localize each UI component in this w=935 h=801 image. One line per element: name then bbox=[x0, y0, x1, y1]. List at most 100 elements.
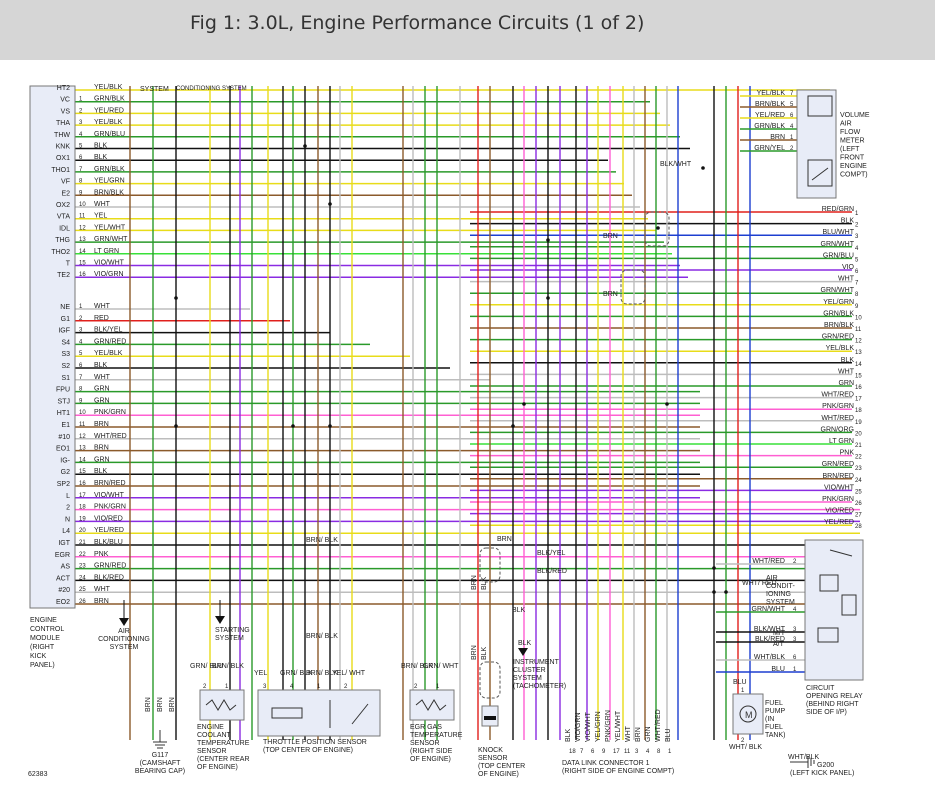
wire-color-label: YEL bbox=[254, 670, 267, 677]
wire-color-label: BRN bbox=[471, 645, 478, 660]
right-connector-pin: 16 bbox=[855, 385, 862, 391]
wire-color-label: BRN bbox=[471, 575, 478, 590]
wire-color-label: VIO/RED bbox=[825, 508, 854, 515]
ecm-pin-number: 13 bbox=[79, 237, 86, 243]
right-connector-pin: 13 bbox=[855, 350, 862, 356]
ecm-terminal-label: G1 bbox=[61, 316, 70, 323]
right-connector-pin: 10 bbox=[855, 315, 862, 321]
wire-color-label: YEL/RED bbox=[755, 112, 785, 119]
right-connector-pin: 20 bbox=[855, 431, 862, 437]
ecm-terminal-label: G2 bbox=[61, 469, 70, 476]
mt-label: M/T bbox=[773, 630, 786, 637]
wire-color-label: BLK/RED bbox=[537, 568, 567, 575]
wire-color-label: GRN/ORG bbox=[821, 426, 854, 433]
wire-color-label: GRN/WHT bbox=[94, 236, 128, 243]
wire-color-label: YEL/RED bbox=[94, 527, 124, 534]
ecm-pin-number: 5 bbox=[79, 351, 83, 357]
splice-dot bbox=[701, 166, 705, 170]
right-connector-pin: 4 bbox=[855, 246, 859, 252]
wire-color-label: BLK bbox=[481, 646, 488, 660]
maf-label: FLOW bbox=[840, 129, 861, 136]
wire-color-label: GRN/WHT bbox=[752, 606, 786, 613]
splice-dot bbox=[712, 590, 716, 594]
ecm-terminal-label: IGF bbox=[58, 328, 70, 335]
maf-pin: 5 bbox=[790, 102, 794, 108]
splice-dot bbox=[174, 424, 178, 428]
ect-thermistor-icon bbox=[205, 699, 237, 711]
figure-title: Fig 1: 3.0L, Engine Performance Circuits… bbox=[190, 12, 645, 34]
wire-color-label: GRN/ BLU bbox=[190, 663, 223, 670]
wiring-diagram: M bbox=[28, 84, 870, 778]
wire-color-label: VIO/WHT bbox=[94, 492, 125, 499]
dlc-pin: 7 bbox=[580, 749, 584, 755]
wire-color-label: GRN bbox=[94, 397, 110, 404]
wire-color-label: VIO/WHT bbox=[94, 260, 125, 267]
wire-color-label: GRN/RED bbox=[822, 461, 854, 468]
wire-color-label: GRN/RED bbox=[94, 338, 126, 345]
wire-color-label: BLK bbox=[94, 468, 108, 475]
wire-color-label: RED bbox=[94, 315, 109, 322]
egr-sensor-label: TEMPERATURE bbox=[410, 732, 463, 739]
splice-dot bbox=[665, 402, 669, 406]
ect-sensor-label: TEMPERATURE bbox=[197, 740, 250, 747]
ecm-pin-number: 17 bbox=[79, 493, 86, 499]
wire-color-label: GRN/BLU bbox=[823, 252, 854, 259]
relay-label: SIDE OF I/P) bbox=[806, 709, 847, 716]
ecm-pin-number: 19 bbox=[79, 516, 86, 522]
wire-color-label: BRN/RED bbox=[94, 480, 126, 487]
wire-color-label: YEL/ WHT bbox=[332, 670, 366, 677]
egr-thermistor-icon bbox=[415, 699, 447, 711]
ecm-terminal-label: E1 bbox=[61, 422, 70, 429]
tps-box bbox=[257, 689, 381, 737]
wire-color-label: BRN/ BLK bbox=[212, 663, 244, 670]
tps-pin: 3 bbox=[263, 684, 267, 690]
wire-color-label: WHT/RED bbox=[821, 392, 854, 399]
ac-system-label: AIR bbox=[118, 628, 130, 635]
dlc-pin: 4 bbox=[646, 749, 650, 755]
wire-color-label: YEL/WHT bbox=[94, 224, 126, 231]
ecm-terminal-label: S3 bbox=[61, 351, 70, 358]
dlc-pin: 11 bbox=[624, 749, 631, 755]
ect-sensor-label: ENGINE bbox=[197, 724, 224, 731]
tps-internal-icon bbox=[271, 700, 369, 728]
wire-color-label: VIO/WHT bbox=[824, 484, 855, 491]
ecm-pin-number: 1 bbox=[79, 304, 83, 310]
right-connector-pin: 17 bbox=[855, 397, 862, 403]
g200-ground-icon bbox=[790, 756, 815, 768]
wire-color-label: BLK/BLU bbox=[94, 539, 123, 546]
knock-sensor-core bbox=[484, 716, 496, 720]
ecm-pin-number: 12 bbox=[79, 434, 86, 440]
right-connector-pin: 21 bbox=[855, 443, 862, 449]
ac-system-label: CONDITIONING bbox=[98, 636, 150, 643]
ecm-pin-number: 7 bbox=[79, 167, 83, 173]
wire-color-label: WHT bbox=[94, 201, 111, 208]
wire-color-label: BRN bbox=[497, 536, 512, 543]
ecm-pin-number: 15 bbox=[79, 261, 86, 267]
wire-color-label: YEL/BLK bbox=[94, 350, 123, 357]
knock-sensor-label: KNOCK bbox=[478, 747, 503, 754]
tps-pin: 2 bbox=[344, 684, 348, 690]
relay-pin: 2 bbox=[793, 559, 797, 565]
dlc-label: (RIGHT SIDE OF ENGINE COMPT) bbox=[562, 768, 674, 775]
wire-color-label: BLK/YEL bbox=[94, 327, 123, 334]
splice-dot bbox=[291, 424, 295, 428]
wire-color-label: PNK/GRN bbox=[822, 403, 854, 410]
ecm-pin-number: 21 bbox=[79, 540, 86, 546]
wire-layer bbox=[75, 86, 860, 740]
ecm-label: ENGINE bbox=[30, 617, 57, 624]
maf-pin: 2 bbox=[790, 146, 794, 152]
wire-color-label: GRN/YEL bbox=[754, 145, 785, 152]
ecm-terminal-label: VS bbox=[61, 108, 71, 115]
wire-color-label: GRN/BLK bbox=[754, 123, 785, 130]
ac-system-arrow-icon bbox=[119, 600, 129, 626]
right-connector-pin: 9 bbox=[855, 304, 859, 310]
cluster-label: SYSTEM bbox=[513, 675, 542, 682]
system-label: SYSTEM bbox=[140, 86, 169, 93]
wire-color-label: LT GRN bbox=[829, 438, 854, 445]
cluster-label: INSTRUMENT bbox=[513, 659, 560, 666]
right-connector-pin: 18 bbox=[855, 408, 862, 414]
right-connector-pin: 3 bbox=[855, 234, 859, 240]
ecm-pin-number: 3 bbox=[79, 328, 83, 334]
maf-pin: 7 bbox=[790, 91, 794, 97]
right-connector-pin: 6 bbox=[855, 269, 859, 275]
